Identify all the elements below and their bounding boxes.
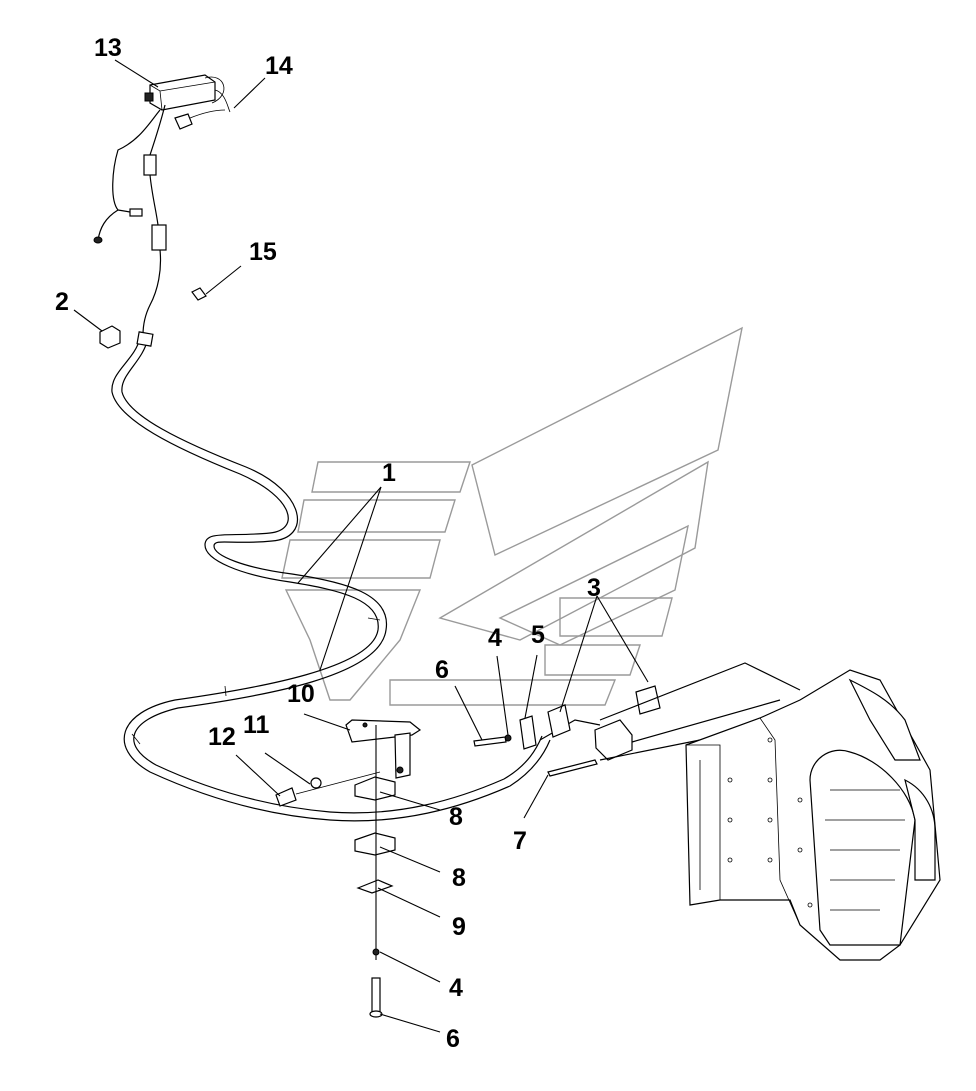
callout-14: 14 (265, 52, 293, 80)
callout-labels: 13 14 15 2 1 3 4 5 6 10 12 11 8 7 8 9 4 … (55, 34, 601, 1053)
watermark-logo (281, 326, 743, 706)
callout-7: 7 (513, 827, 527, 855)
callout-3: 3 (587, 574, 601, 602)
callout-4-lower: 4 (449, 974, 463, 1002)
callout-6-lower: 6 (446, 1025, 460, 1053)
callout-8-upper: 8 (449, 803, 463, 831)
callout-15: 15 (249, 238, 277, 266)
callout-9: 9 (452, 913, 466, 941)
callout-11: 11 (243, 711, 270, 739)
callout-5: 5 (531, 621, 545, 649)
loose-parts (99, 287, 207, 349)
callout-6-upper: 6 (435, 656, 449, 684)
main-harness-cable (111, 331, 551, 822)
carrier-housing (685, 669, 941, 961)
callout-8-lower: 8 (452, 864, 466, 892)
control-box (144, 74, 231, 130)
sensor-assembly (473, 662, 801, 777)
callout-13: 13 (94, 34, 122, 62)
callout-10: 10 (287, 680, 315, 708)
leader-lines (73, 59, 649, 1033)
harness-branches (93, 104, 167, 336)
callout-2: 2 (55, 288, 69, 316)
bracket-stack (275, 719, 422, 1018)
callout-1: 1 (382, 459, 396, 487)
callout-4-upper: 4 (488, 624, 502, 652)
callout-12: 12 (208, 723, 236, 751)
